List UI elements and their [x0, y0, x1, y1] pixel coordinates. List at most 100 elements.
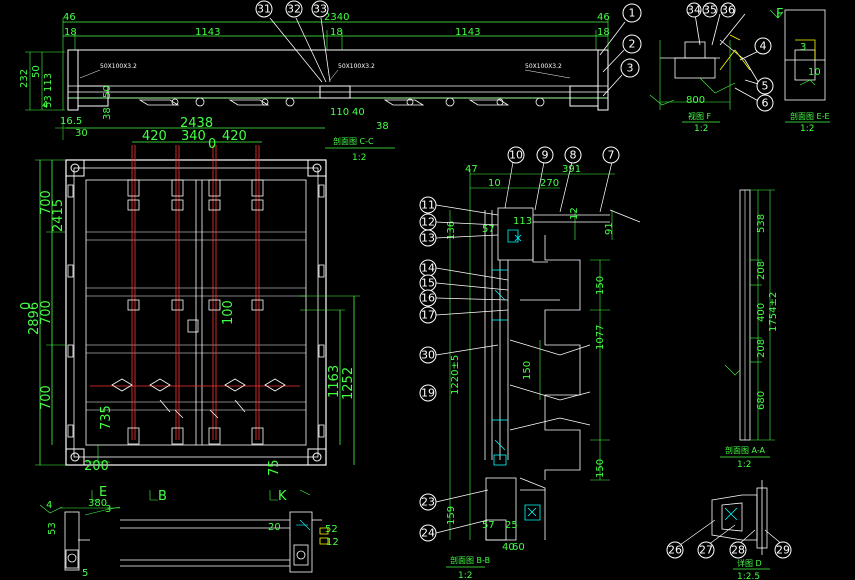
- dim-47: 47: [465, 164, 478, 175]
- balloon: 5: [756, 77, 774, 95]
- balloon: 17: [419, 306, 437, 324]
- dim-700-bot: 700: [39, 385, 54, 410]
- dim-800: 800: [686, 95, 705, 106]
- balloon: 4: [754, 37, 772, 55]
- balloon-label: 27: [699, 544, 713, 557]
- top-spec-label: 50X100X3.2: [338, 63, 375, 70]
- balloon: 12: [419, 213, 437, 231]
- balloon: 32: [285, 0, 303, 18]
- dim-110: 110: [330, 107, 349, 118]
- balloon: 24: [419, 524, 437, 542]
- dim-46-left: 46: [63, 12, 76, 23]
- balloon-label: 19: [421, 387, 435, 400]
- caption-scale-d: 1:2.5: [737, 572, 760, 580]
- dim-4: 4: [42, 100, 48, 111]
- dim-150-bot: 150: [595, 459, 606, 478]
- dim-200: 200: [84, 459, 109, 474]
- balloon-label: 16: [421, 292, 435, 305]
- balloon-label: 11: [421, 199, 435, 212]
- top-spec-label: 50X100X3.2: [100, 63, 137, 70]
- dim-232: 232: [19, 69, 30, 88]
- balloon-label: 2: [629, 38, 636, 51]
- detail-d-view: 26 27 28 29 详图 D 1:2.5: [666, 480, 792, 580]
- section-bb-view: 47 391 10 270 113 12 91 136 57 150 1077 …: [419, 146, 641, 580]
- caption-scale-f: 1:2: [694, 124, 708, 134]
- balloon: 16: [419, 289, 437, 307]
- balloon-label: 32: [287, 3, 301, 16]
- front-door-view: 2438 420 340 420: [19, 116, 360, 476]
- dim-136: 136: [446, 221, 457, 240]
- dim-12-bb: 12: [569, 207, 580, 220]
- dim-113-bb: 113: [513, 216, 532, 227]
- balloon: 35: [702, 2, 718, 18]
- top-spec-label: 50X100X3.2: [525, 63, 562, 70]
- dim-50-right: 50: [102, 85, 113, 98]
- dim-25: 25: [505, 520, 518, 531]
- dim-zero-left: 0: [19, 302, 34, 310]
- dim-1143-left: 1143: [195, 27, 220, 38]
- dim-4-bl: 4: [46, 500, 52, 511]
- dim-53-bl: 53: [47, 522, 58, 535]
- balloon: 11: [419, 196, 437, 214]
- dim-38: 38: [102, 107, 113, 120]
- dim-2438: 2438: [180, 116, 213, 131]
- dim-2415: 2415: [51, 199, 66, 232]
- section-letter-b: B: [158, 489, 167, 504]
- balloon-label: 9: [542, 149, 549, 162]
- dim-1163: 1163: [327, 365, 342, 398]
- caption-section-ee: 剖面图 E-E: [790, 111, 830, 121]
- balloon-label: 10: [509, 149, 523, 162]
- dim-208-bot: 208: [756, 339, 767, 358]
- balloon-label: 4: [760, 40, 767, 53]
- caption-scale-aa: 1:2: [737, 460, 751, 470]
- dim-40-bb: 40: [502, 542, 515, 553]
- balloon-label: 8: [570, 149, 577, 162]
- dim-400: 400: [756, 303, 767, 322]
- caption-title: 剖面图 C-C: [333, 136, 374, 146]
- dim-680: 680: [756, 391, 767, 410]
- dim-700-mid: 700: [39, 300, 54, 325]
- balloon: 15: [419, 274, 437, 292]
- dim-10: 10: [808, 67, 821, 78]
- section-letter-e: E: [99, 485, 107, 500]
- balloon: 9: [536, 146, 554, 164]
- dim-735: 735: [99, 405, 114, 430]
- dim-1143-right: 1143: [455, 27, 480, 38]
- dim-75: 75: [267, 459, 282, 476]
- top-beam-view: 50X100X3.2 50X100X3.2 50X100X3.2 46 18 1…: [19, 12, 610, 140]
- balloon-label: 34: [687, 4, 701, 17]
- section-letter-k: K: [278, 489, 287, 504]
- dim-18-right: 18: [597, 27, 610, 38]
- dim-340: 340: [181, 129, 206, 144]
- dim-20: 20: [268, 522, 281, 533]
- dim-1754: 1754±2: [768, 292, 779, 332]
- dim-50-left: 50: [31, 65, 42, 78]
- balloon-label: 23: [421, 496, 435, 509]
- dim-18-mid: 18: [330, 27, 343, 38]
- dim-1077: 1077: [595, 325, 606, 350]
- dim-150-top: 150: [595, 276, 606, 295]
- dim-40: 40: [352, 107, 365, 118]
- dim-391: 391: [562, 164, 581, 175]
- balloon: 27: [697, 541, 715, 559]
- caption-scale-bb: 1:2: [458, 571, 472, 580]
- dim-538: 538: [756, 214, 767, 233]
- dim-380: 380: [88, 498, 107, 509]
- dim-57-bot: 57: [482, 520, 495, 531]
- balloon-label: 31: [257, 3, 271, 16]
- balloon-label: 30: [421, 349, 435, 362]
- balloon: 26: [666, 541, 684, 559]
- section-aa-view: 538 208 400 208 680 1754±2 剖面图 A-A 1:2: [720, 189, 779, 470]
- dim-3: 3: [800, 42, 806, 53]
- balloon-label: 15: [421, 277, 435, 290]
- balloon: 33: [311, 0, 329, 18]
- caption-scale-ee: 1:2: [800, 124, 814, 134]
- balloon-label: 13: [421, 232, 435, 245]
- dim-12-bl: 12: [326, 537, 339, 548]
- dim-1252: 1252: [341, 367, 356, 400]
- dim-52: 52: [325, 524, 338, 535]
- dim-16-5: 16.5: [60, 116, 82, 127]
- dim-53: 53: [43, 95, 54, 108]
- dim-420-right: 420: [222, 129, 247, 144]
